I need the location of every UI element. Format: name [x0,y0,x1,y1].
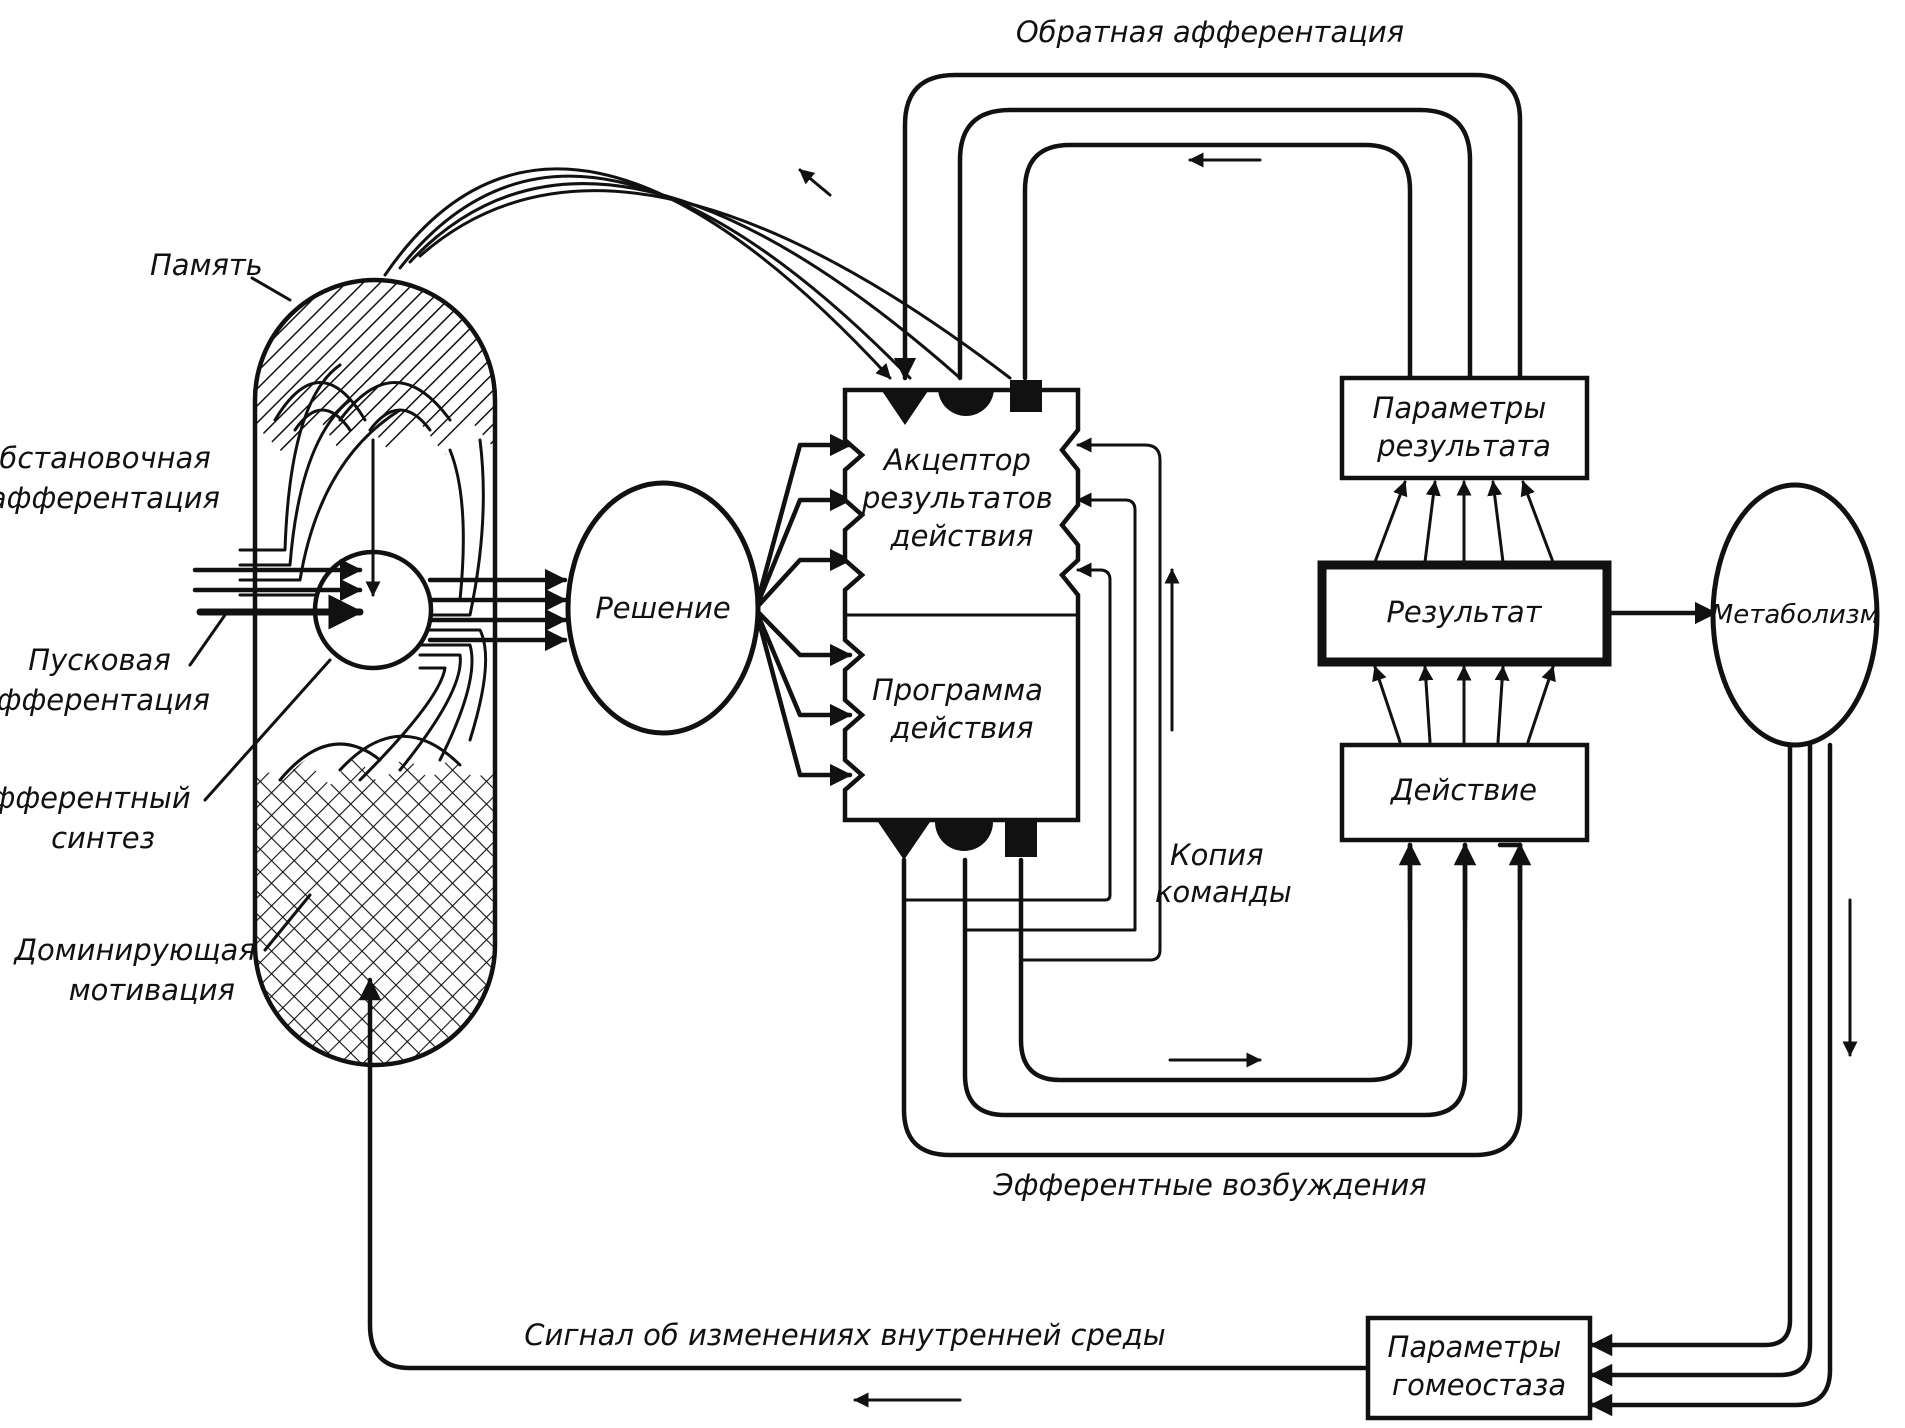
internal-signal-label: Сигнал об изменениях внутренней среды [524,1318,1165,1352]
command-copy-label: Копия команды [1155,838,1292,909]
action-box: Действие [1339,742,1590,843]
decision-node: Решение [565,480,761,736]
program-square-effector [1005,822,1037,857]
trigger-afferentation-label: Пусковая афферентация [0,643,210,717]
result-parameters-box: Параметры результата [1339,375,1590,481]
result-box: Результат [1317,560,1612,667]
acceptor-triangle-receptor [880,388,930,425]
situational-afferentation-label: Обстановочная афферентация [0,441,220,515]
result-parameters-label: Параметры результата [1373,391,1556,463]
command-copy-loops [902,437,1180,962]
reverse-afferentation-loops [893,72,1523,403]
program-label: Программа действия [872,673,1052,745]
acceptor-semicircle-receptor [938,388,994,416]
motivation-crosshatched-region [255,760,495,1065]
memory-label: Память [150,248,263,282]
homeostasis-parameters-box: Параметры гомеостаза [1365,1315,1593,1421]
homeostasis-lines [1589,742,1858,1417]
efferent-excitations-label: Эфферентные возбуждения [992,1168,1426,1202]
action-label: Действие [1389,773,1537,807]
decision-label: Решение [595,591,730,625]
internal-environment-signal [358,977,1371,1408]
reverse-afferentation-label: Обратная афферентация [1016,15,1404,49]
program-triangle-effector [878,822,930,860]
metabolism-label: Метаболизм [1711,600,1879,630]
metabolism-node: Метаболизм [1710,482,1880,748]
program-semicircle-effector [935,822,993,851]
homeostasis-parameters-label: Параметры гомеостаза [1388,1330,1571,1402]
afferent-synthesis-capsule [192,277,498,1068]
acceptor-square-receptor [1010,380,1042,412]
efferent-excitation-loops [901,842,1523,1158]
acceptor-label: Акцептор результатов действия [861,443,1062,553]
result-label: Результат [1386,595,1542,629]
dominant-motivation-label: Доминирующая мотивация [12,933,265,1007]
acceptor-program-block: Акцептор результатов действия Программа … [842,380,1081,860]
afferent-synthesis-label: Афферентный синтез [0,781,200,855]
